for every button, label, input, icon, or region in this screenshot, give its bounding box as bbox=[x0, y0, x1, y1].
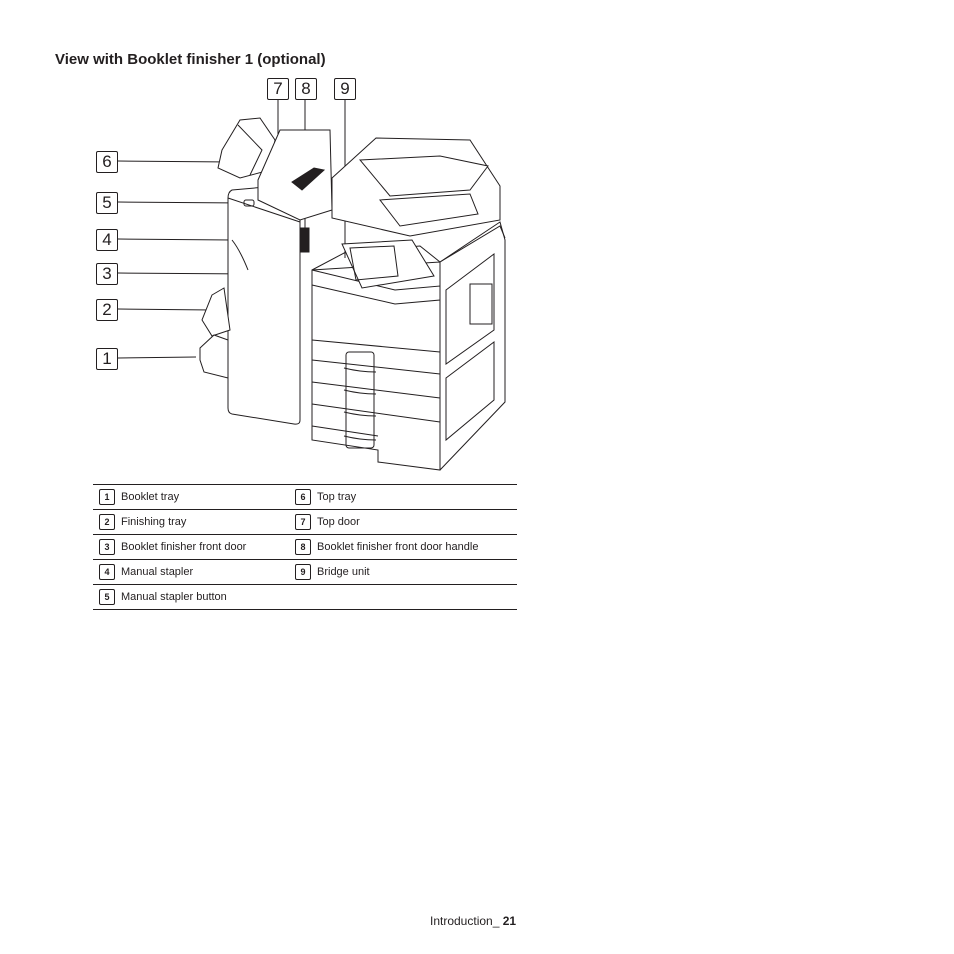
callout-2: 2 bbox=[96, 299, 118, 321]
callout-8: 8 bbox=[295, 78, 317, 100]
legend-number: 2 bbox=[99, 514, 115, 530]
legend-label: Top door bbox=[317, 509, 517, 535]
legend-label: Top tray bbox=[317, 484, 517, 510]
legend-label: Booklet tray bbox=[121, 484, 289, 510]
callout-1: 1 bbox=[96, 348, 118, 370]
callout-4: 4 bbox=[96, 229, 118, 251]
legend-row: 4 Manual stapler 9 Bridge unit bbox=[93, 559, 517, 585]
callout-5: 5 bbox=[96, 192, 118, 214]
callout-9: 9 bbox=[334, 78, 356, 100]
page-footer: Introduction_ 21 bbox=[430, 914, 516, 928]
legend-label: Booklet finisher front door handle bbox=[317, 534, 517, 560]
legend-number: 5 bbox=[99, 589, 115, 605]
legend-number: 3 bbox=[99, 539, 115, 555]
callout-3: 3 bbox=[96, 263, 118, 285]
legend-number: 1 bbox=[99, 489, 115, 505]
legend-label: Manual stapler bbox=[121, 559, 289, 585]
legend-label: Bridge unit bbox=[317, 559, 517, 585]
legend-row: 1 Booklet tray 6 Top tray bbox=[93, 484, 517, 510]
legend-number: 4 bbox=[99, 564, 115, 580]
legend-number: 9 bbox=[295, 564, 311, 580]
legend-row: 3 Booklet finisher front door 8 Booklet … bbox=[93, 534, 517, 560]
footer-section: Introduction_ bbox=[430, 914, 500, 928]
legend-label: Finishing tray bbox=[121, 509, 289, 535]
section-heading: View with Booklet finisher 1 (optional) bbox=[55, 51, 326, 68]
callout-6: 6 bbox=[96, 151, 118, 173]
legend-row: 2 Finishing tray 7 Top door bbox=[93, 509, 517, 535]
legend-table: 1 Booklet tray 6 Top tray 2 Finishing tr… bbox=[93, 484, 517, 610]
legend-number: 7 bbox=[295, 514, 311, 530]
callout-7: 7 bbox=[267, 78, 289, 100]
legend-number: 8 bbox=[295, 539, 311, 555]
legend-row: 5 Manual stapler button bbox=[93, 584, 517, 610]
legend-label: Booklet finisher front door bbox=[121, 534, 289, 560]
legend-label: Manual stapler button bbox=[121, 584, 289, 610]
page-number: 21 bbox=[502, 914, 517, 928]
legend-number: 6 bbox=[295, 489, 311, 505]
